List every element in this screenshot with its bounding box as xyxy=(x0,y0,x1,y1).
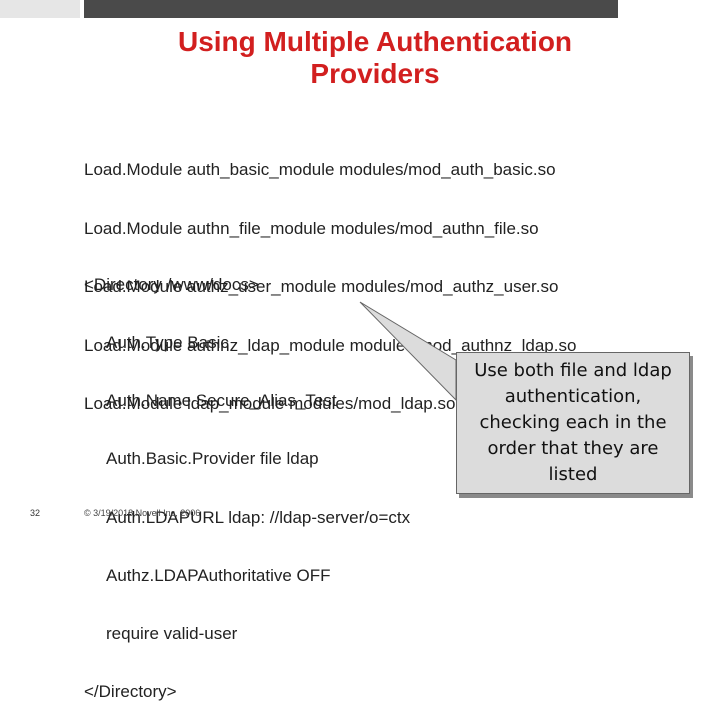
footer-copyright: © 3/19/2018 Novell Inc, 2006 xyxy=(84,508,201,518)
directive-line: Auth.LDAPURL ldap: //ldap-server/o=ctx xyxy=(106,507,411,527)
callout-note: Use both file and ldap authentication, c… xyxy=(456,352,690,494)
directory-close-tag: </Directory> xyxy=(84,682,177,702)
slide-title-line-1: Using Multiple Authentication xyxy=(177,26,573,57)
directive-line: Auth.Type Basic xyxy=(106,333,229,353)
header-bar-left xyxy=(0,0,80,18)
directory-block: <Directory /www/docs> Auth.Type Basic Au… xyxy=(84,236,410,721)
load-module-line: Load.Module authz_user_module modules/mo… xyxy=(84,277,559,296)
load-module-line: Load.Module authn_file_module modules/mo… xyxy=(84,218,539,238)
load-module-list: Load.Module auth_basic_module modules/mo… xyxy=(84,121,576,433)
directive-line-highlighted: Auth.Basic.Provider file ldap xyxy=(106,449,319,469)
header-bar-right xyxy=(84,0,618,18)
directive-line: require valid-user xyxy=(106,624,238,644)
page-number: 32 xyxy=(30,508,41,518)
directive-line: Authz.LDAPAuthoritative OFF xyxy=(106,565,331,585)
load-module-line: Load.Module auth_basic_module modules/mo… xyxy=(84,160,556,179)
slide-title-line-2: Providers xyxy=(310,58,440,89)
directory-open-tag: <Directory /www/docs> xyxy=(84,274,259,294)
slide-title: Using Multiple Authentication Providers xyxy=(90,26,660,90)
callout-text: Use both file and ldap authentication, c… xyxy=(474,360,672,485)
directive-line: Auth.Name Secure_Alias_Test xyxy=(106,391,337,411)
